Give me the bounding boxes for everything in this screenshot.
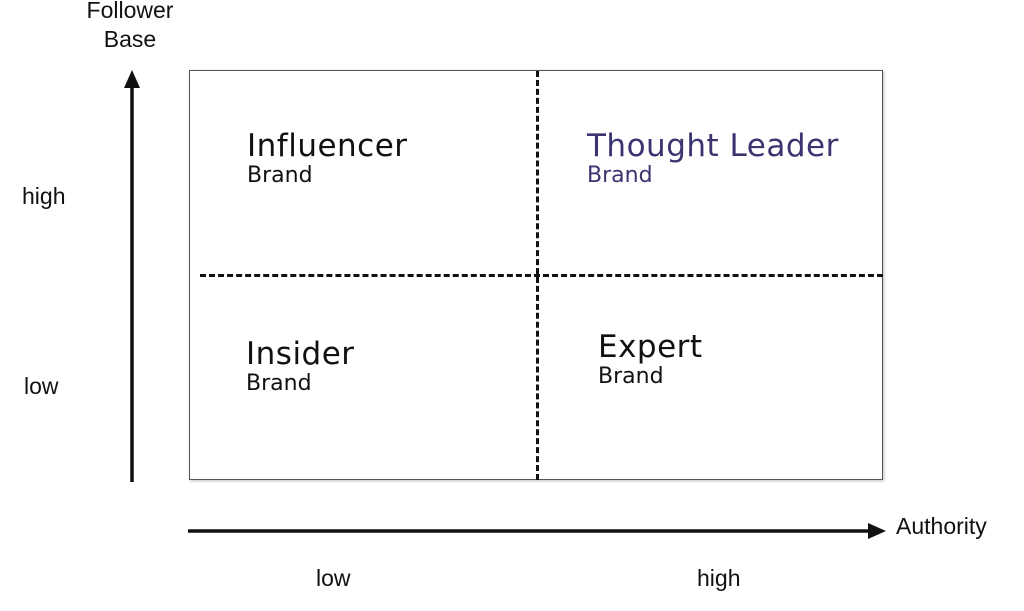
y-axis-title: Follower Base: [60, 0, 200, 54]
quadrant-subtitle: Brand: [587, 163, 653, 188]
quadrant-subtitle: Brand: [598, 364, 664, 389]
horizontal-divider: [200, 274, 883, 277]
quadrant-title: Influencer: [247, 128, 408, 164]
x-axis-title: Authority: [896, 513, 987, 539]
quadrant-influencer: Influencer Brand: [247, 129, 408, 189]
x-tick-low: low: [316, 565, 351, 591]
quadrant-title: Expert: [598, 329, 703, 365]
quadrant-subtitle: Brand: [246, 371, 312, 396]
quadrant-insider: Insider Brand: [246, 337, 355, 397]
quadrant-thought-leader: Thought Leader Brand: [587, 129, 839, 189]
y-tick-low: low: [24, 373, 59, 399]
y-axis-title-line2: Base: [103, 26, 157, 52]
y-axis-arrow: [124, 70, 140, 482]
quadrant-expert: Expert Brand: [598, 330, 703, 390]
y-tick-high: high: [22, 183, 66, 209]
quadrant-title: Thought Leader: [587, 128, 839, 164]
quadrant-title: Insider: [246, 336, 355, 372]
x-axis-arrow: [188, 523, 886, 539]
y-axis-title-line1: Follower: [86, 0, 174, 23]
quadrant-subtitle: Brand: [247, 163, 313, 188]
x-tick-high: high: [697, 565, 741, 591]
